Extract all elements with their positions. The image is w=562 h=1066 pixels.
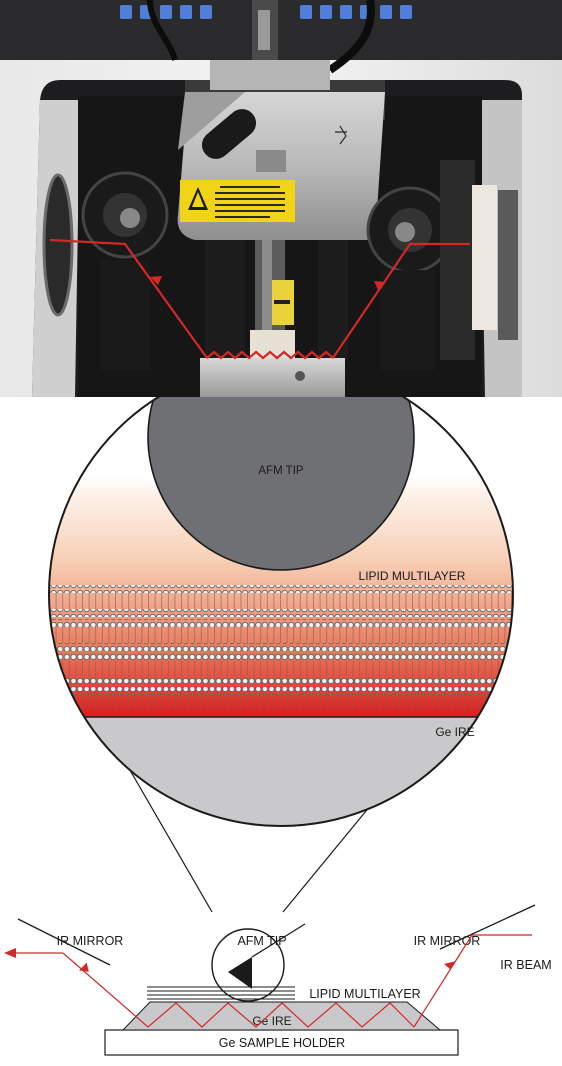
- ge-sample-holder-label: Ge SAMPLE HOLDER: [219, 1036, 345, 1050]
- support-column-right: [318, 240, 348, 360]
- afm-cantilever: [251, 923, 306, 958]
- lipid-multilayer-zoom-label: LIPID MULTILAYER: [359, 569, 466, 583]
- lipid-multilayer-stack: [147, 986, 295, 1000]
- instrument-top-panel: [0, 0, 562, 60]
- sample-stage: [200, 358, 345, 397]
- blue-indicator-lights: [120, 5, 412, 19]
- ir-beam-path-schematic: [14, 934, 532, 1028]
- afm-tip-zoom-label: AFM TIP: [258, 465, 303, 477]
- ge-sample-holder: [104, 1029, 459, 1056]
- left-mirror-mount: [42, 171, 169, 370]
- beam-arrow-exit: [4, 948, 16, 958]
- lipid-multilayer-small-label: LIPID MULTILAYER: [309, 987, 420, 1001]
- beam-arrow-left-photo: [150, 276, 162, 285]
- afm-tip-small-triangle: [228, 957, 252, 989]
- ir-mirror-right: [439, 904, 536, 950]
- ge-ire-zoom-label: Ge IRE: [435, 725, 474, 739]
- ge-ire-small-label: Ge IRE: [252, 1014, 291, 1028]
- ir-mirror-left: [17, 918, 111, 966]
- magnified-view: [49, 362, 513, 826]
- ge-ire-crystal: [121, 1001, 442, 1031]
- ir-mirror-left-label: IR MIRROR: [57, 934, 124, 948]
- afm-ir-instrument-photo: [0, 0, 562, 397]
- lipid-bilayers: [50, 585, 513, 709]
- cable: [327, 0, 375, 74]
- beam-arrow-right-down: [444, 961, 456, 969]
- head-oval-slot: [201, 109, 257, 159]
- right-mirror-mount: [366, 160, 518, 370]
- afm-tip-small-circle: [211, 928, 285, 1002]
- afm-tip-small-label: AFM TIP: [237, 934, 286, 948]
- beam-arrow-right-photo: [374, 281, 386, 290]
- support-column-left: [205, 240, 245, 360]
- ir-mirror-right-label: IR MIRROR: [414, 934, 481, 948]
- afm-ir-schematic: AFM TIP LIPID MULTILAYER Ge IRE Ge SAMPL…: [0, 361, 562, 1061]
- beam-arrow-left-up: [78, 962, 89, 972]
- ir-beam-path-photo: [49, 238, 470, 360]
- ir-beam-label: IR BEAM: [500, 958, 551, 972]
